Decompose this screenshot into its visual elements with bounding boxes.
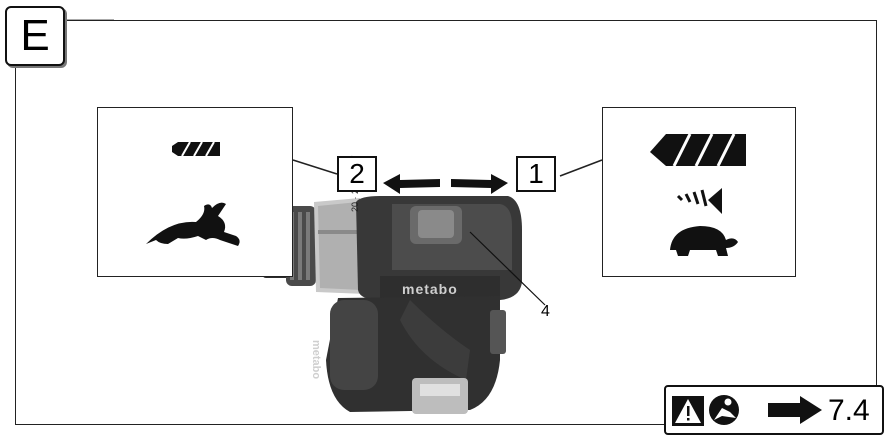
small-drill-bit-icon (172, 141, 220, 157)
left-panel-pointer (292, 159, 338, 175)
figure-frame (15, 20, 877, 425)
position-1-text: 1 (528, 158, 544, 189)
section-label: E (20, 11, 50, 60)
large-drill-bit-icon (650, 133, 746, 167)
turtle-icon (670, 226, 738, 256)
right-panel-pointer (559, 159, 603, 177)
rabbit-icon (146, 202, 240, 246)
warning-icon (672, 396, 704, 426)
section-badge: E (5, 6, 65, 66)
position-2-text: 2 (349, 158, 365, 189)
frame-top-line (66, 19, 114, 20)
torque-icon (676, 188, 722, 214)
reference-section: 7.4 (828, 394, 870, 427)
speed-panel-left (97, 107, 293, 277)
switch-direction-arrows (383, 174, 508, 194)
arrow-right-icon (768, 396, 822, 424)
drill-handle (326, 296, 506, 414)
position-2-label: 2 (337, 156, 377, 192)
callout-number: 4 (541, 303, 550, 320)
callout-leader-line (469, 231, 546, 306)
position-1-label: 1 (516, 156, 556, 192)
drill-body (356, 196, 522, 300)
tool-brand-label: metabo (402, 281, 458, 297)
read-manual-icon (709, 395, 739, 425)
